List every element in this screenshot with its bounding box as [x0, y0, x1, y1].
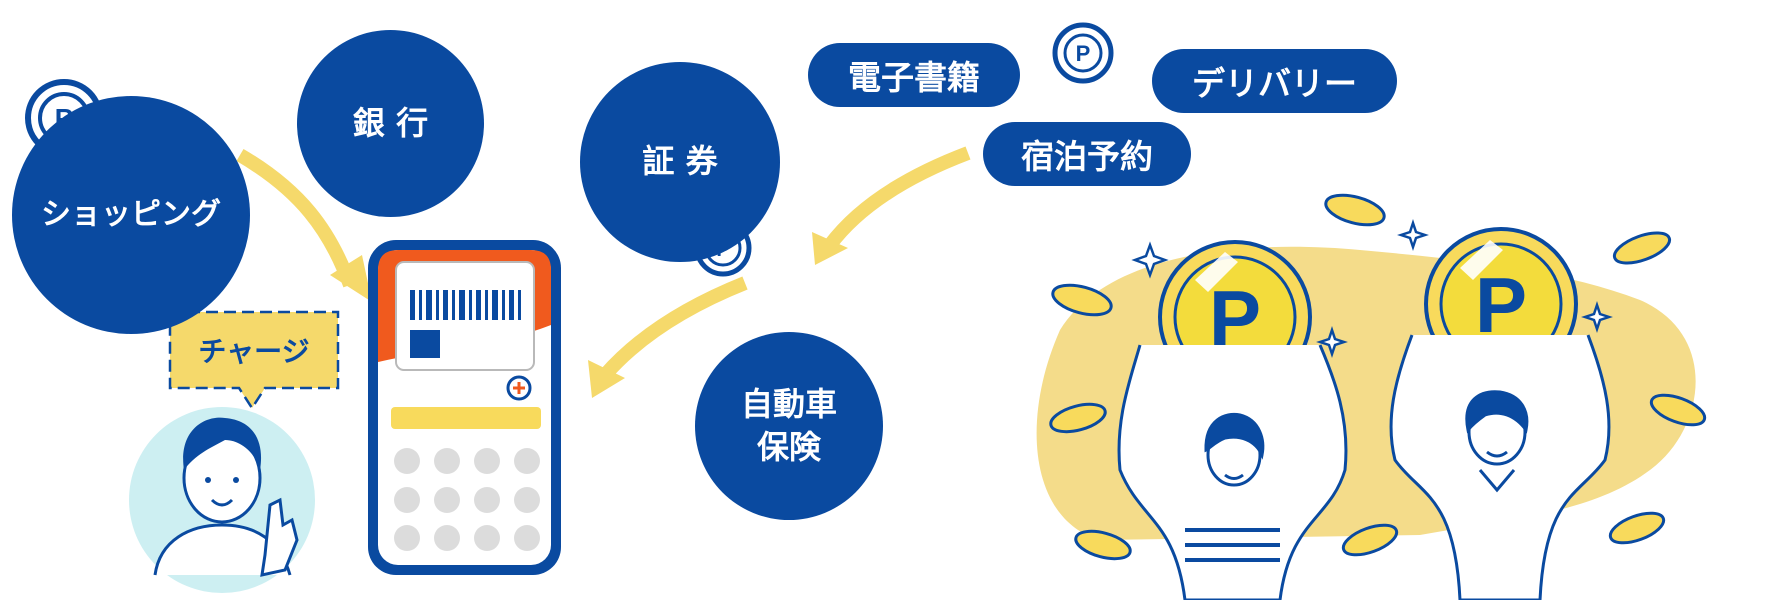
charge-label-text: チャージ [198, 335, 310, 368]
service-label-securities: 証 券 [642, 142, 718, 181]
smartphone-illustration [368, 240, 561, 575]
man-holding-coin [1389, 334, 1611, 600]
service-label-ebook: 電子書籍 [848, 58, 980, 97]
flying-coins [1049, 193, 1707, 561]
arrow-head-3 [812, 232, 848, 265]
arrow-head-2 [588, 360, 625, 398]
add-icon [506, 375, 532, 401]
charge-label: チャージ [170, 312, 338, 388]
service-label-bank: 銀 行 [352, 103, 429, 142]
service-label-shopping: ショッピング [41, 196, 221, 232]
service-circle-car-insurance: 自動車 保険 [695, 332, 883, 520]
arrow-shopping-to-phone [236, 148, 357, 288]
service-circle-shopping: ショッピング [12, 96, 250, 334]
service-pill-hotel: 宿泊予約 [983, 122, 1191, 186]
service-circle-securities: 証 券 [580, 62, 780, 262]
charge-speech-bubble [168, 310, 340, 411]
barcode-icon [410, 290, 521, 320]
coin-letter: P [1475, 261, 1527, 349]
service-label-car-insurance-line1: 自動車 [740, 384, 837, 423]
arrow-head-1 [330, 255, 372, 302]
service-pill-delivery: デリバリー [1152, 49, 1397, 113]
service-label-delivery: デリバリー [1192, 64, 1357, 103]
svg-text:P: P [1076, 41, 1091, 66]
arrow-securities-to-phone [599, 276, 748, 380]
point-badge-icon: P [1052, 22, 1114, 84]
arrow-services-to-center [824, 146, 971, 250]
sparkle-icons [1131, 219, 1613, 358]
service-label-hotel: 宿泊予約 [1021, 137, 1153, 176]
service-pill-ebook: 電子書籍 [808, 43, 1020, 107]
woman-avatar-left [129, 407, 315, 593]
woman-holding-coin [1117, 344, 1348, 600]
qr-code-icon [410, 330, 440, 358]
service-circle-bank: 銀 行 [297, 30, 484, 217]
service-label-car-insurance-line2: 保険 [756, 428, 821, 466]
keypad-dots [394, 448, 540, 551]
